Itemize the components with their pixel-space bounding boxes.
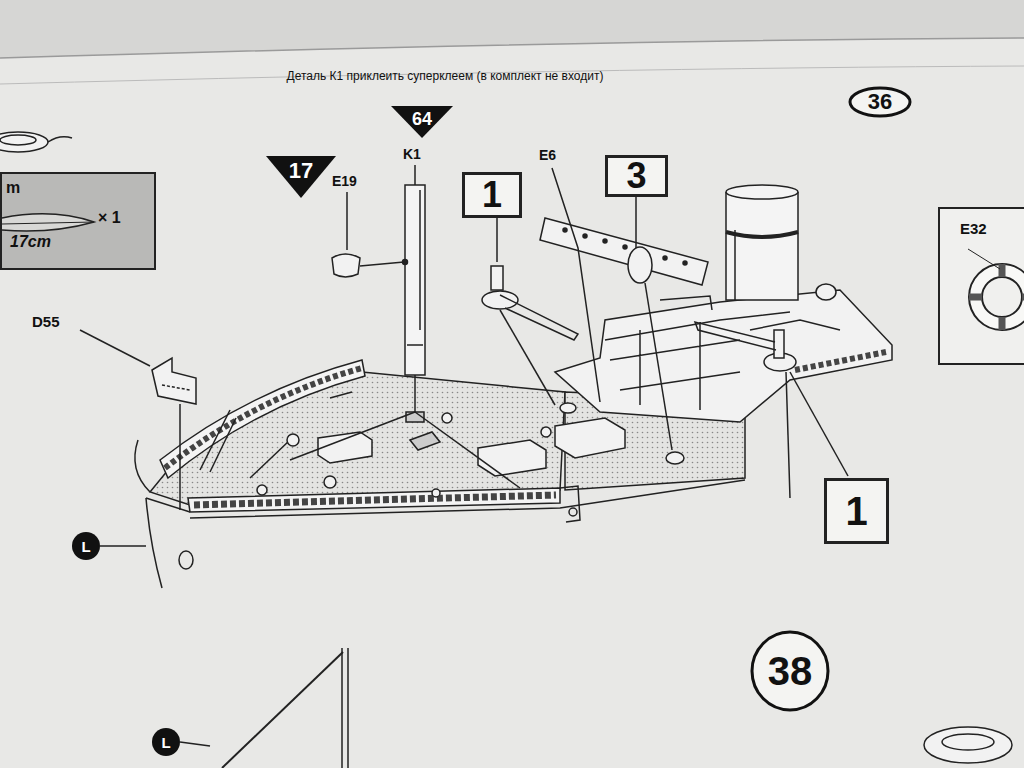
part-sketch — [2, 174, 158, 272]
part-panel: E32 — [938, 207, 1024, 365]
callout-text: 17 — [289, 160, 313, 182]
callout-text: 38 — [768, 651, 813, 691]
page-edge — [0, 66, 1024, 84]
part-name: D55 — [32, 313, 60, 330]
note-text: Деталь К1 приклеить суперклеем (в компле… — [250, 70, 640, 84]
dimension-text: × 1 — [98, 210, 121, 226]
callout-text: 36 — [868, 91, 892, 113]
step-number: 38 — [750, 630, 830, 712]
part-name: K1 — [403, 146, 421, 162]
callout-text: E32 — [960, 221, 987, 236]
callout-circle: L — [72, 532, 100, 560]
callout-text: L — [161, 735, 170, 750]
ship — [0, 132, 1012, 768]
page-edge — [0, 38, 1024, 58]
part-panel: m 17cm × 1 — [0, 172, 156, 270]
callout-triangle: 64 — [391, 106, 453, 138]
page-shadow — [0, 0, 1024, 58]
callout-triangle: 17 — [266, 156, 336, 198]
callout-number: 1 — [824, 478, 889, 544]
part-name: E19 — [332, 173, 357, 189]
dimension-text: 17cm — [10, 234, 51, 250]
callout-number: 3 — [605, 155, 668, 197]
dimension-text: m — [6, 180, 20, 196]
callout-text: 3 — [626, 158, 646, 194]
step-number: 36 — [848, 86, 912, 118]
callout-text: 64 — [412, 110, 432, 128]
part-name: E6 — [539, 147, 556, 163]
callout-number: 1 — [462, 172, 522, 218]
callout-text: 1 — [482, 177, 502, 213]
callout-text: 1 — [845, 491, 867, 531]
callout-circle: L — [152, 728, 180, 756]
callout-text: L — [81, 539, 90, 554]
